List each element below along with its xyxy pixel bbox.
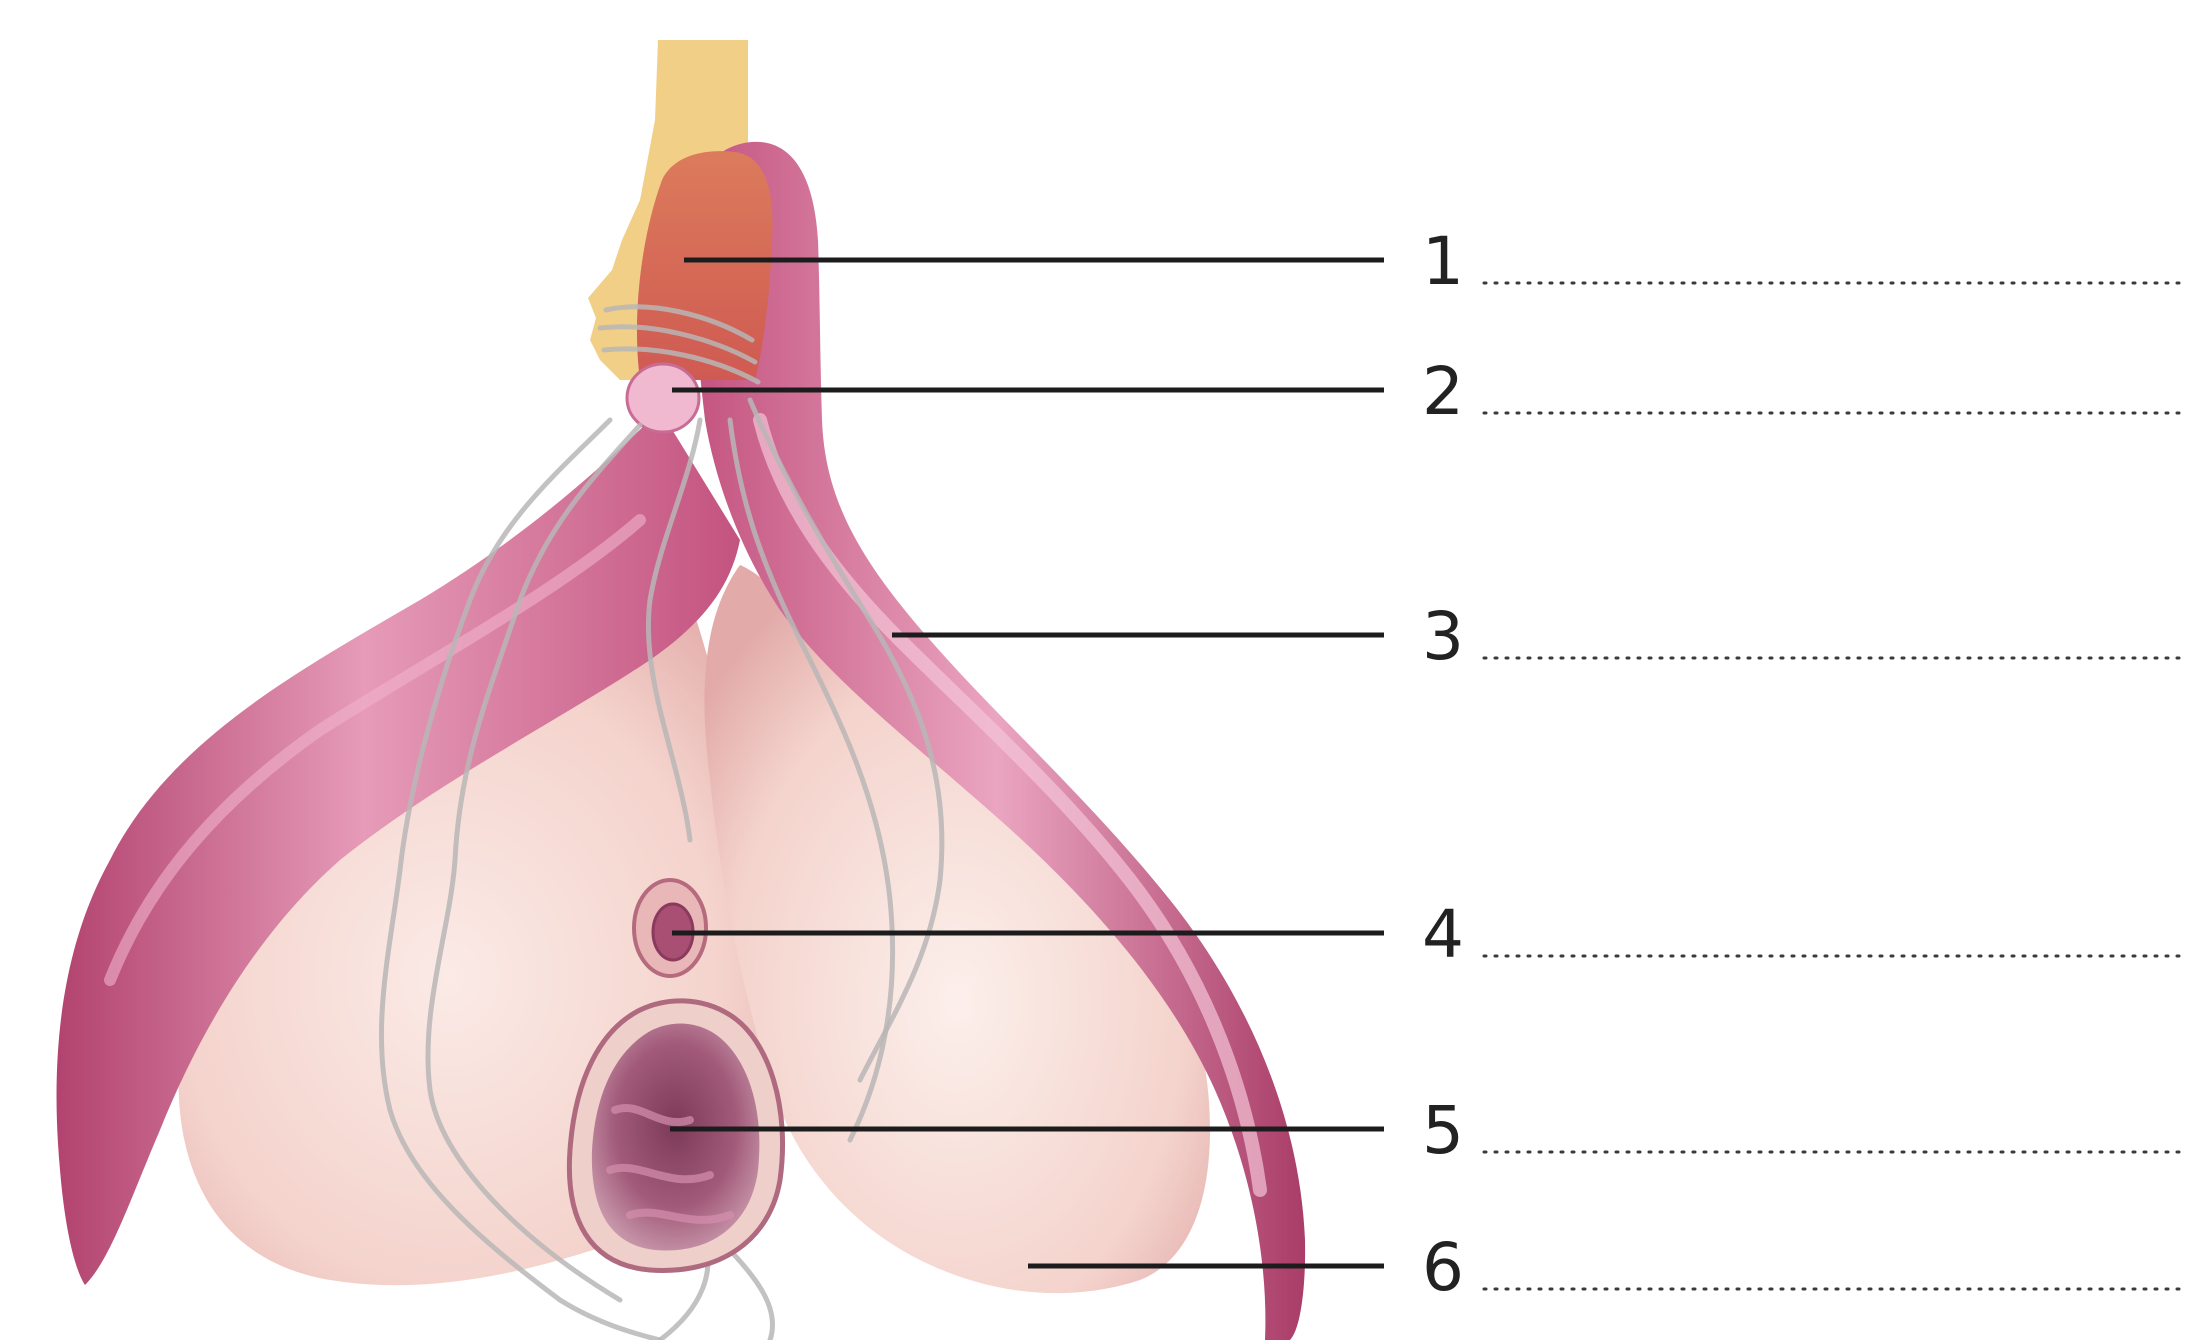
label-number-6: 6: [1422, 1229, 1464, 1306]
label-number-5: 5: [1422, 1092, 1464, 1169]
label-number-4: 4: [1422, 896, 1464, 973]
label-number-2: 2: [1422, 353, 1464, 430]
label-number-3: 3: [1422, 598, 1464, 675]
glans-shape: [627, 364, 699, 432]
label-number-1: 1: [1422, 223, 1464, 300]
